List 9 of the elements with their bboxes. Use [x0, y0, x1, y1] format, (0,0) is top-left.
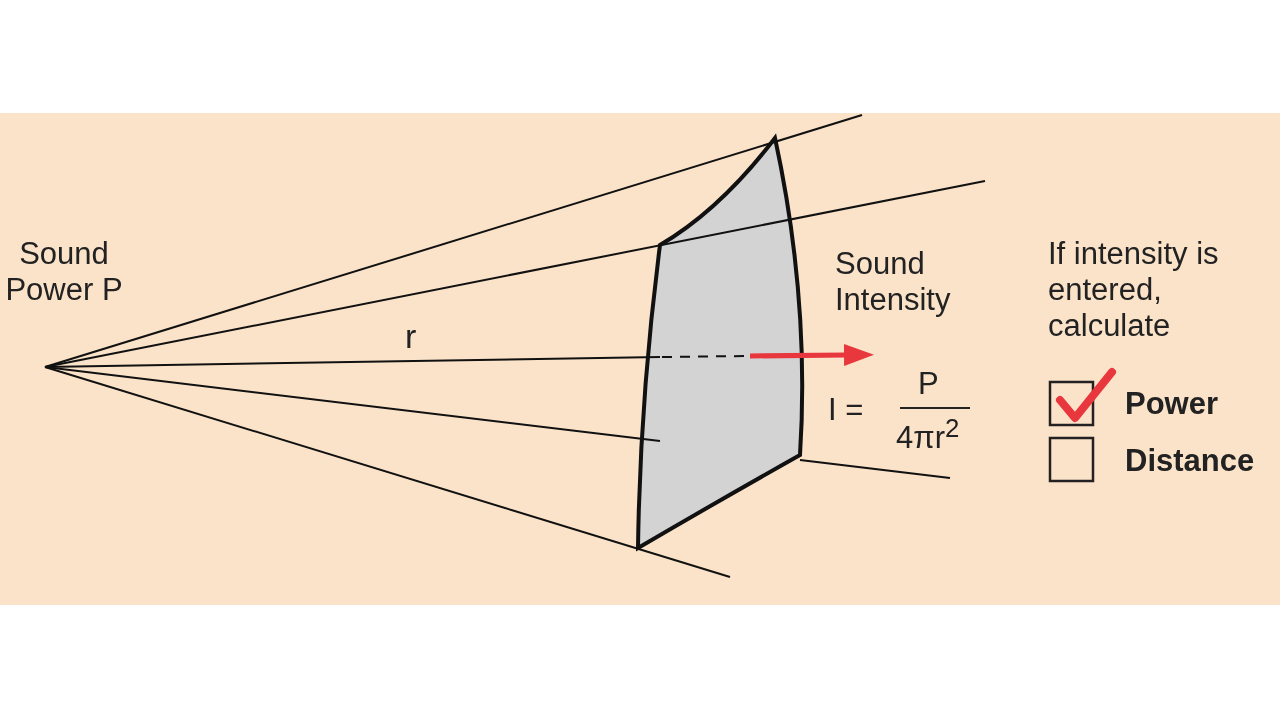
formula-text: I =: [828, 392, 865, 428]
intensity-label: Sound Intensity: [835, 246, 952, 318]
formula-denominator: 4πr$^{2}$: [896, 413, 961, 457]
instruction-text: If intensity is entered, calculate: [1048, 236, 1220, 344]
option-label: Distance: [1125, 443, 1256, 479]
formula-numerator: P: [918, 366, 940, 402]
option-label: Power: [1125, 386, 1220, 422]
distance-label: r: [405, 318, 418, 354]
source-label: Sound Power P: [4, 236, 124, 308]
